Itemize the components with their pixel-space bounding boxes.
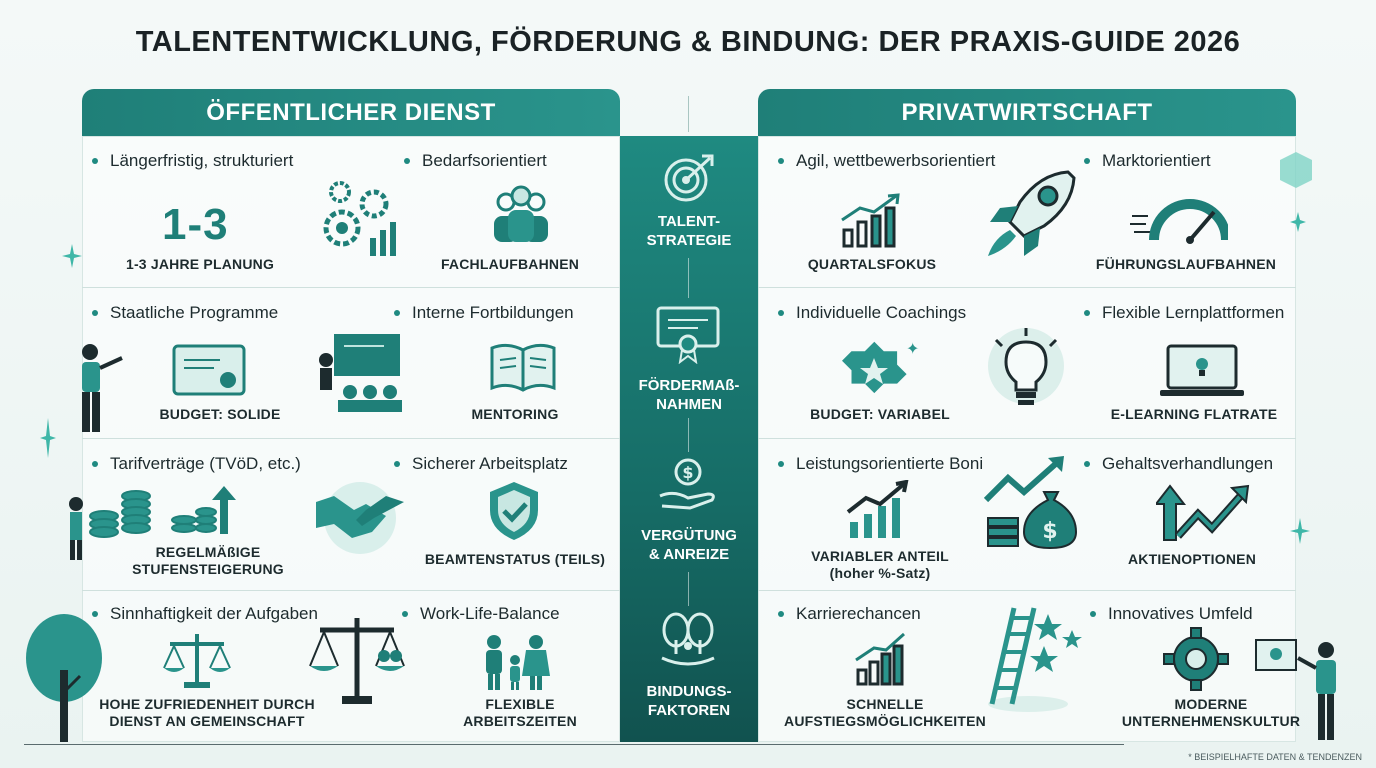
bar-chart-up-icon (840, 192, 904, 248)
left-r3b-caption: BEAMTENSTATUS (TEILS) (424, 551, 606, 567)
page-title: TALENTENTWICKLUNG, FÖRDERUNG & BINDUNG: … (135, 26, 1241, 58)
left-r3b-label: Sicherer Arbeitsplatz (394, 454, 568, 474)
shield-check-icon (486, 480, 542, 542)
ground-line (24, 744, 1124, 745)
right-divider-3 (758, 590, 1296, 591)
tree-people-icon (654, 610, 722, 670)
certificate-icon (654, 302, 722, 364)
scales-icon (162, 630, 232, 690)
balance-plant-icon (308, 612, 406, 708)
person-with-book-icon (68, 340, 128, 440)
rocket-icon (980, 166, 1080, 262)
right-r4a-label: Karrierechancen (778, 604, 921, 624)
certificate-seal-icon (172, 344, 246, 398)
sparkle-icon (40, 418, 56, 458)
left-r3a-caption: REGELMÄßIGE STUFENSTEIGERUNG (132, 544, 284, 577)
center-connector (688, 418, 689, 452)
left-divider-1 (82, 287, 620, 288)
target-icon (656, 152, 720, 204)
footnote: * BEISPIELHAFTE DATEN & TENDENZEN (1188, 752, 1362, 762)
center-column (620, 136, 758, 742)
gear-icon (1162, 626, 1230, 692)
rising-chart-icon (854, 630, 910, 686)
right-r4a-caption: SCHNELLE AUFSTIEGSMÖGLICHKEITEN (784, 696, 986, 729)
left-r2b-caption: MENTORING (471, 406, 559, 422)
left-r1a-number: 1-3 (162, 200, 229, 249)
right-r1b-caption: FÜHRUNGSLAUFBAHNEN (1095, 256, 1277, 272)
person-presenting-icon (1254, 628, 1354, 744)
lightbulb-icon (986, 326, 1066, 414)
money-bag-trend-icon: $ (984, 456, 1084, 552)
left-r4b-caption: FLEXIBLE ARBEITSZEITEN (463, 696, 577, 729)
ladder-stars-icon (978, 604, 1088, 714)
right-header: PRIVATWIRTSCHAFT (758, 89, 1296, 136)
right-r4b-caption: MODERNE UNTERNEHMENSKULTUR (1121, 696, 1301, 729)
right-divider-1 (758, 287, 1296, 288)
center-connector-top (688, 96, 689, 132)
left-r4a-caption: HOHE ZUFRIEDENHEIT DURCH DIENST AN GEMEI… (99, 696, 315, 729)
left-r2b-label: Interne Fortbildungen (394, 303, 574, 323)
right-r3b-label: Gehaltsverhandlungen (1084, 454, 1273, 474)
stock-arrows-icon (1156, 484, 1250, 544)
growth-chart-icon (846, 480, 912, 540)
right-r1b-label: Marktorientiert (1084, 151, 1211, 171)
right-divider-2 (758, 438, 1296, 439)
right-r1a-label: Agil, wettbewerbsorientiert (778, 151, 995, 171)
cube-icon (1278, 150, 1314, 190)
center-connector (688, 258, 689, 298)
family-icon (480, 632, 552, 692)
money-hand-icon: $ (654, 456, 722, 514)
left-divider-2 (82, 438, 620, 439)
sparkle-icon (1290, 518, 1310, 544)
handshake-icon (312, 480, 408, 556)
right-r2b-caption: E-LEARNING FLATRATE (1110, 406, 1278, 422)
right-r3b-caption: AKTIENOPTIONEN (1127, 551, 1257, 567)
center-connector (688, 572, 689, 606)
star-badge-icon: ✦ (840, 340, 920, 398)
tree-icon (22, 612, 106, 744)
svg-text:$: $ (1042, 519, 1057, 544)
left-r4b-label: Work-Life-Balance (402, 604, 560, 624)
right-r2a-label: Individuelle Coachings (778, 303, 966, 323)
center-label-talent: TALENT- STRATEGIE (646, 213, 732, 249)
center-label-verguetung: VERGÜTUNG & ANREIZE (641, 527, 737, 563)
left-r1a-label: Längerfristig, strukturiert (92, 151, 293, 171)
left-r1b-caption: FACHLAUFBAHNEN (440, 256, 580, 272)
center-label-foerder: FÖRDERMAß- NAHMEN (638, 377, 740, 413)
right-r4b-label: Innovatives Umfeld (1090, 604, 1253, 624)
team-icon (486, 184, 556, 246)
right-r3a-label: Leistungsorientierte Boni (778, 454, 983, 474)
left-r2a-caption: BUDGET: SOLIDE (159, 406, 281, 422)
laptop-icon (1158, 344, 1246, 400)
coins-stack-icon (60, 482, 240, 562)
svg-text:$: $ (682, 463, 693, 482)
left-header: ÖFFENTLICHER DIENST (82, 89, 620, 136)
classroom-icon (314, 330, 404, 416)
right-r3a-caption: VARIABLER ANTEIL (hoher %-Satz) (811, 548, 949, 581)
right-r2a-caption: BUDGET: VARIABEL (810, 406, 950, 422)
gears-chart-icon (314, 176, 404, 266)
center-label-bindung: BINDUNGS- FAKTOREN (646, 683, 732, 719)
sparkle-icon (1290, 212, 1306, 232)
left-r1a-caption: 1-3 JAHRE PLANUNG (125, 256, 275, 272)
left-r3a-label: Tarifverträge (TVöD, etc.) (92, 454, 301, 474)
open-book-icon (488, 340, 558, 396)
speedometer-icon (1128, 188, 1228, 244)
left-divider-3 (82, 590, 620, 591)
left-r1b-label: Bedarfsorientiert (404, 151, 547, 171)
svg-text:✦: ✦ (906, 340, 919, 358)
right-r1a-caption: QUARTALSFOKUS (807, 256, 937, 272)
left-r4a-label: Sinnhaftigkeit der Aufgaben (92, 604, 318, 624)
right-r2b-label: Flexible Lernplattformen (1084, 303, 1284, 323)
left-r2a-label: Staatliche Programme (92, 303, 278, 323)
sparkle-icon (62, 244, 82, 268)
